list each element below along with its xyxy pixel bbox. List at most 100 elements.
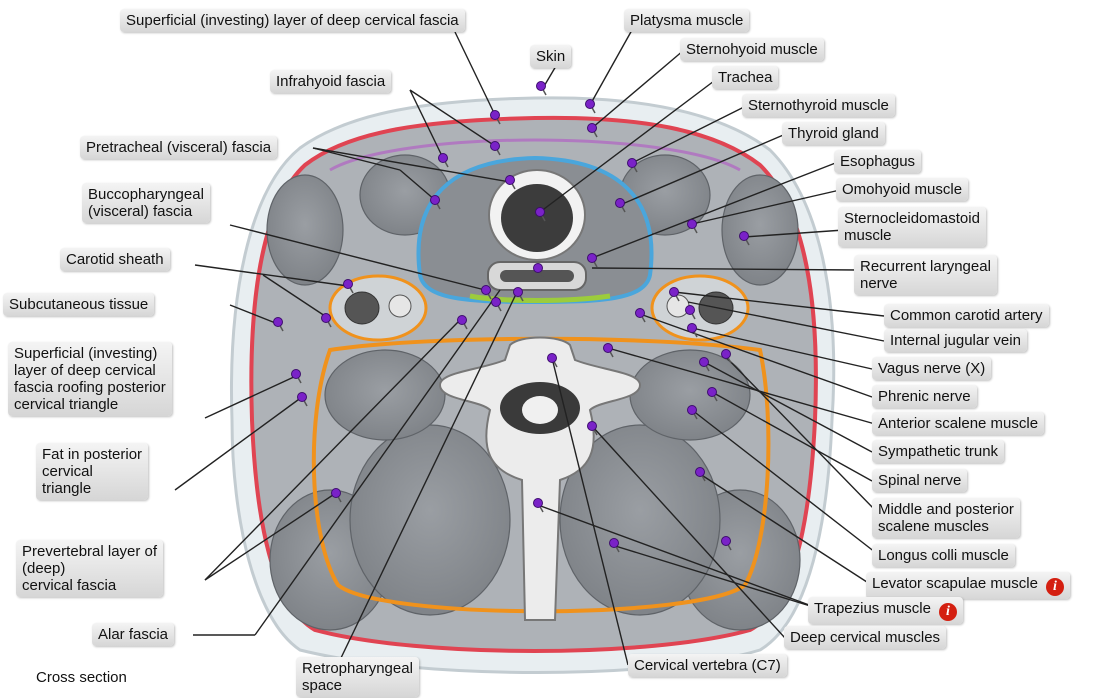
pin-icon[interactable]: [708, 388, 717, 397]
pin-icon[interactable]: [696, 468, 705, 477]
label-line: Sternocleidomastoid: [844, 210, 980, 227]
label-line: Buccopharyngeal: [88, 186, 204, 203]
label-sternohyoid-muscle[interactable]: Sternohyoid muscle: [680, 38, 824, 61]
label-trachea[interactable]: Trachea: [712, 66, 778, 89]
label-text: Levator scapulae muscle: [872, 575, 1038, 592]
pin-icon[interactable]: [688, 406, 697, 415]
pin-icon[interactable]: [588, 124, 597, 133]
label-line: Recurrent laryngeal: [860, 258, 991, 275]
label-sternothyroid-muscle[interactable]: Sternothyroid muscle: [742, 94, 895, 117]
pin-icon[interactable]: [292, 370, 301, 379]
label-line: cervical: [42, 463, 142, 480]
label-line: scalene muscles: [878, 518, 1014, 535]
pin-icon[interactable]: [491, 142, 500, 151]
pin-icon[interactable]: [636, 309, 645, 318]
label-line: Retropharyngeal: [302, 660, 413, 677]
label-carotid-sheath[interactable]: Carotid sheath: [60, 248, 170, 271]
pin-icon[interactable]: [616, 199, 625, 208]
label-common-carotid-artery[interactable]: Common carotid artery: [884, 304, 1049, 327]
label-line: Middle and posterior: [878, 501, 1014, 518]
scalene-left-shape: [325, 350, 445, 440]
label-internal-jugular-vein[interactable]: Internal jugular vein: [884, 329, 1027, 352]
pin-icon[interactable]: [536, 208, 545, 217]
label-line: fascia roofing posterior: [14, 379, 166, 396]
pin-icon[interactable]: [740, 232, 749, 241]
pin-icon[interactable]: [322, 314, 331, 323]
label-vagus-nerve[interactable]: Vagus nerve (X): [872, 357, 991, 380]
info-icon[interactable]: i: [1046, 578, 1064, 596]
label-line: muscle: [844, 227, 980, 244]
pin-icon[interactable]: [588, 422, 597, 431]
pin-icon[interactable]: [670, 288, 679, 297]
pin-icon[interactable]: [534, 499, 543, 508]
pin-icon[interactable]: [274, 318, 283, 327]
label-sympathetic-trunk[interactable]: Sympathetic trunk: [872, 440, 1004, 463]
label-cervical-vertebra-c7[interactable]: Cervical vertebra (C7): [628, 654, 787, 677]
label-infrahyoid-fascia[interactable]: Infrahyoid fascia: [270, 70, 391, 93]
label-middle-posterior-scalene[interactable]: Middle and posterior scalene muscles: [872, 498, 1020, 538]
pin-icon[interactable]: [722, 350, 731, 359]
pin-icon[interactable]: [431, 196, 440, 205]
pin-icon[interactable]: [628, 159, 637, 168]
label-pretracheal-fascia[interactable]: Pretracheal (visceral) fascia: [80, 136, 277, 159]
spinal-cord: [522, 396, 558, 424]
trachea-lumen: [501, 184, 573, 252]
pin-icon[interactable]: [586, 100, 595, 109]
label-superficial-layer-roofing[interactable]: Superficial (investing) layer of deep ce…: [8, 342, 172, 416]
label-line: Superficial (investing): [14, 345, 166, 362]
pin-icon[interactable]: [688, 220, 697, 229]
label-trapezius-muscle[interactable]: Trapezius muscle i: [808, 597, 963, 624]
label-fat-posterior-cervical-triangle[interactable]: Fat in posterior cervical triangle: [36, 443, 148, 500]
label-longus-colli-muscle[interactable]: Longus colli muscle: [872, 544, 1015, 567]
label-line: nerve: [860, 275, 991, 292]
pin-icon[interactable]: [686, 306, 695, 315]
label-spinal-nerve[interactable]: Spinal nerve: [872, 469, 967, 492]
label-sternocleidomastoid-muscle[interactable]: Sternocleidomastoid muscle: [838, 207, 986, 247]
label-levator-scapulae-muscle[interactable]: Levator scapulae muscle i: [866, 572, 1070, 599]
label-alar-fascia[interactable]: Alar fascia: [92, 623, 174, 646]
pin-icon[interactable]: [492, 298, 501, 307]
label-skin[interactable]: Skin: [530, 45, 571, 68]
label-line: cervical fascia: [22, 577, 157, 594]
pin-icon[interactable]: [722, 537, 731, 546]
label-phrenic-nerve[interactable]: Phrenic nerve: [872, 385, 977, 408]
label-subcutaneous-tissue[interactable]: Subcutaneous tissue: [3, 293, 154, 316]
label-retropharyngeal-space[interactable]: Retropharyngeal space: [296, 657, 419, 697]
label-esophagus[interactable]: Esophagus: [834, 150, 921, 173]
pin-icon[interactable]: [537, 82, 546, 91]
label-line: Prevertebral layer of: [22, 543, 157, 560]
label-line: layer of deep cervical: [14, 362, 166, 379]
label-omohyoid-muscle[interactable]: Omohyoid muscle: [836, 178, 968, 201]
pin-icon[interactable]: [332, 489, 341, 498]
label-superficial-investing-layer[interactable]: Superficial (investing) layer of deep ce…: [120, 9, 465, 32]
pin-icon[interactable]: [344, 280, 353, 289]
pin-icon[interactable]: [458, 316, 467, 325]
pin-icon[interactable]: [610, 539, 619, 548]
pin-icon[interactable]: [482, 286, 491, 295]
info-icon[interactable]: i: [939, 603, 957, 621]
label-anterior-scalene-muscle[interactable]: Anterior scalene muscle: [872, 412, 1044, 435]
label-prevertebral-fascia[interactable]: Prevertebral layer of (deep) cervical fa…: [16, 540, 163, 597]
label-line: space: [302, 677, 413, 694]
scm-left-shape: [267, 175, 343, 285]
pin-icon[interactable]: [588, 254, 597, 263]
pin-icon[interactable]: [700, 358, 709, 367]
pin-icon[interactable]: [534, 264, 543, 273]
label-thyroid-gland[interactable]: Thyroid gland: [782, 122, 885, 145]
label-deep-cervical-muscles[interactable]: Deep cervical muscles: [784, 626, 946, 649]
label-recurrent-laryngeal-nerve[interactable]: Recurrent laryngeal nerve: [854, 255, 997, 295]
label-platysma-muscle[interactable]: Platysma muscle: [624, 9, 749, 32]
label-line: (deep): [22, 560, 157, 577]
pin-icon[interactable]: [439, 154, 448, 163]
pin-icon[interactable]: [514, 288, 523, 297]
pin-icon[interactable]: [688, 324, 697, 333]
pin-icon[interactable]: [604, 344, 613, 353]
label-buccopharyngeal-fascia[interactable]: Buccopharyngeal (visceral) fascia: [82, 183, 210, 223]
pin-icon[interactable]: [548, 354, 557, 363]
pin-icon[interactable]: [491, 111, 500, 120]
pin-icon[interactable]: [298, 393, 307, 402]
pin-icon[interactable]: [506, 176, 515, 185]
label-text: Trapezius muscle: [814, 600, 931, 617]
label-line: (visceral) fascia: [88, 203, 204, 220]
